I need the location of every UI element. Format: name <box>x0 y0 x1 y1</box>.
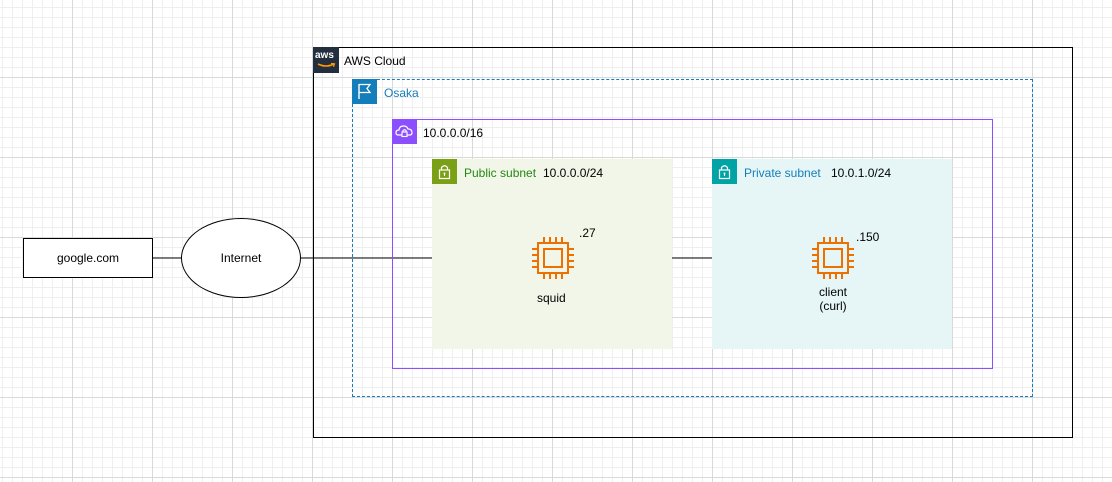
google-label: google.com <box>56 251 120 265</box>
vpc-cidr-label: 10.0.0.0/16 <box>423 126 484 140</box>
google-node: google.com <box>23 238 153 278</box>
squid-ec2-instance-icon <box>532 237 574 279</box>
public-subnet-group <box>432 159 672 349</box>
private-subnet-group <box>712 159 952 349</box>
aws-logo-icon: aws <box>313 47 339 73</box>
vpc-icon <box>392 119 417 144</box>
internet-node: Internet <box>181 218 301 298</box>
public-subnet-label: Public subnet <box>464 166 537 180</box>
aws-cloud-label: AWS Cloud <box>344 54 406 68</box>
aws-cloud-group <box>313 47 1073 438</box>
vpc-group <box>392 119 993 369</box>
private-subnet-label: Private subnet <box>744 166 821 180</box>
client-name-line2: (curl) <box>819 299 847 313</box>
internet-label: Internet <box>220 251 262 265</box>
public-subnet-lock-icon <box>432 159 457 184</box>
squid-ip-label: .27 <box>579 226 596 240</box>
public-subnet-cidr: 10.0.0.0/24 <box>543 166 604 180</box>
squid-name-label: squid <box>537 291 566 305</box>
client-ec2-instance-icon <box>812 237 854 279</box>
client-name-label: client (curl) <box>803 285 863 313</box>
flag-icon <box>352 79 377 104</box>
aws-smile-icon <box>317 62 336 67</box>
private-subnet-cidr: 10.0.1.0/24 <box>831 166 892 180</box>
client-ip-label: .150 <box>856 230 880 244</box>
client-name-line1: client <box>818 285 847 299</box>
region-group <box>352 79 1033 397</box>
region-label: Osaka <box>384 86 419 100</box>
private-subnet-lock-icon <box>712 159 737 184</box>
aws-logo-text: aws <box>315 50 334 61</box>
